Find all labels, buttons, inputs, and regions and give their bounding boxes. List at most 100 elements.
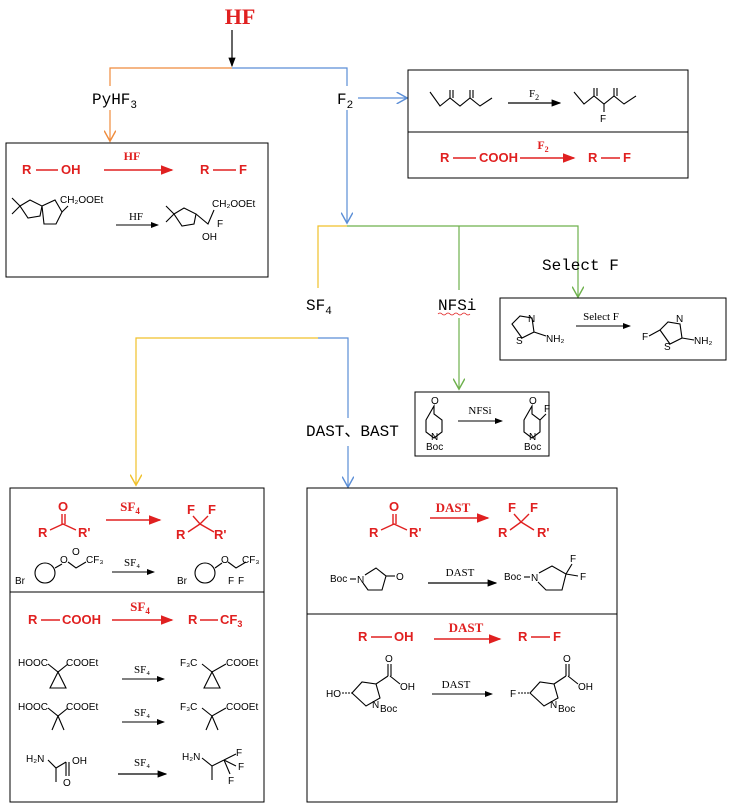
svg-text:R': R'	[537, 525, 549, 540]
branch-label-select-f: Select F	[542, 257, 619, 275]
svg-text:O: O	[529, 396, 537, 407]
svg-text:CH₂OOEt: CH₂OOEt	[212, 199, 256, 210]
f2-generic-r: R	[440, 150, 450, 165]
hf-generic-product-r: R	[200, 162, 210, 177]
dast-alcohol-oh: OH	[394, 629, 414, 644]
svg-text:COOEt: COOEt	[226, 702, 258, 713]
dast-example-product: Boc N F F	[504, 554, 586, 591]
svg-text:F: F	[228, 776, 234, 787]
nfsi-reactant: O N Boc	[425, 396, 443, 453]
sf4-generic-ketone: O R R'	[38, 499, 90, 540]
svg-text:Br: Br	[15, 576, 26, 587]
dast-reaction-box	[306, 487, 618, 803]
svg-text:OH: OH	[72, 756, 87, 767]
sf4-acid-product-cf3: CF3	[220, 612, 242, 629]
sf4-acid-cooh: COOH	[62, 612, 101, 627]
hf-generic-product-f: F	[239, 162, 247, 177]
svg-text:N: N	[550, 700, 557, 711]
svg-text:F: F	[544, 404, 550, 415]
svg-text:N: N	[531, 573, 538, 584]
svg-text:F: F	[570, 554, 576, 565]
sf4-ex3-reactant: H₂N OH O	[26, 754, 87, 789]
nfsi-product: O F N Boc	[523, 396, 550, 453]
svg-text:COOEt: COOEt	[66, 658, 98, 669]
svg-text:Br: Br	[177, 576, 188, 587]
sf4-ex1-reagent: SF₄	[134, 664, 150, 676]
f2-example-reagent: F2	[529, 88, 539, 102]
svg-text:O: O	[431, 396, 439, 407]
select-f-reaction-box	[499, 297, 727, 361]
branch-label-f2: F2	[337, 91, 353, 112]
sf4-acid-product-r: R	[188, 612, 198, 627]
svg-text:Boc: Boc	[426, 442, 443, 453]
sf4-reaction-box	[9, 487, 265, 803]
hf-example-product: CH₂OOEt F OH	[165, 199, 256, 243]
svg-text:HOOC: HOOC	[18, 658, 48, 669]
svg-text:N: N	[529, 432, 536, 443]
hf-generic-reagent: HF	[124, 149, 141, 163]
dast-alcohol-r: R	[358, 629, 368, 644]
svg-text:HOOC: HOOC	[18, 702, 48, 713]
svg-text:HO: HO	[326, 689, 341, 700]
f2-reaction-box	[407, 69, 689, 179]
svg-text:COOEt: COOEt	[66, 702, 98, 713]
svg-text:CF₃: CF₃	[86, 555, 103, 566]
svg-text:R: R	[38, 525, 48, 540]
svg-text:F: F	[228, 576, 234, 587]
svg-text:CH₂OOEt: CH₂OOEt	[60, 195, 104, 206]
sf4-generic-reagent: SF4	[120, 499, 140, 516]
branch-label-dast-bast: DAST、BAST	[306, 423, 399, 441]
f2-generic-product-r: R	[588, 150, 598, 165]
dast-generic-difluoride: F F R R'	[498, 500, 549, 540]
nfsi-reagent: NFSi	[468, 405, 491, 417]
sf4-ex1-product: F₃C COOEt	[180, 658, 258, 689]
f2-example-product: F	[573, 88, 637, 125]
svg-text:Boc: Boc	[504, 572, 521, 583]
f2-example-reactant	[429, 90, 493, 107]
sf4-ex2-reagent: SF₄	[134, 707, 150, 719]
connector-orange-pyhf3	[109, 67, 232, 86]
hf-reaction-box	[5, 142, 269, 278]
sf4-example-reagent: SF₄	[124, 557, 140, 569]
dast-example-reagent: DAST	[446, 567, 475, 579]
svg-text:R': R'	[214, 527, 226, 542]
svg-text:F: F	[238, 576, 244, 587]
svg-text:H₂N: H₂N	[26, 754, 44, 765]
svg-text:R: R	[498, 525, 508, 540]
svg-text:O: O	[563, 654, 571, 665]
svg-text:F: F	[600, 114, 606, 125]
connector-yellow-sf4	[317, 225, 347, 288]
svg-text:NH₂: NH₂	[546, 334, 564, 345]
branch-label-nfsi: NFSi	[438, 297, 476, 315]
nfsi-reaction-box	[414, 391, 550, 457]
svg-text:O: O	[389, 499, 399, 514]
dast-alcohol-product-f: F	[553, 629, 561, 644]
hf-example-reagent: HF	[129, 211, 143, 223]
sf4-example-product: Br O CF₃ F F	[177, 555, 259, 587]
svg-text:F: F	[642, 332, 648, 343]
svg-text:N: N	[357, 575, 364, 586]
svg-text:F: F	[187, 502, 195, 517]
svg-text:CF₃: CF₃	[242, 555, 259, 566]
sf4-acid-r: R	[28, 612, 38, 627]
connector-yellow-sf4-left	[136, 337, 318, 484]
sf4-ex1-reactant: HOOC COOEt	[18, 658, 98, 689]
sf4-example-reactant: Br O O CF₃	[15, 547, 103, 587]
f2-generic-product-f: F	[623, 150, 631, 165]
svg-text:F: F	[580, 572, 586, 583]
dast-example2-reagent: DAST	[442, 679, 471, 691]
sf4-acid-reagent: SF4	[130, 599, 150, 616]
connector-green-main	[347, 225, 578, 296]
svg-text:O: O	[396, 572, 404, 583]
svg-text:R: R	[176, 527, 186, 542]
svg-text:N: N	[372, 700, 379, 711]
branch-label-sf4: SF4	[306, 297, 332, 318]
svg-text:N: N	[676, 314, 683, 325]
svg-text:COOEt: COOEt	[226, 658, 258, 669]
svg-text:OH: OH	[578, 682, 593, 693]
f2-generic-reagent: F2	[537, 138, 548, 154]
svg-text:H₂N: H₂N	[182, 752, 200, 763]
svg-text:OH: OH	[400, 682, 415, 693]
svg-text:F: F	[217, 219, 223, 230]
sf4-ex3-reagent: SF₄	[134, 757, 150, 769]
